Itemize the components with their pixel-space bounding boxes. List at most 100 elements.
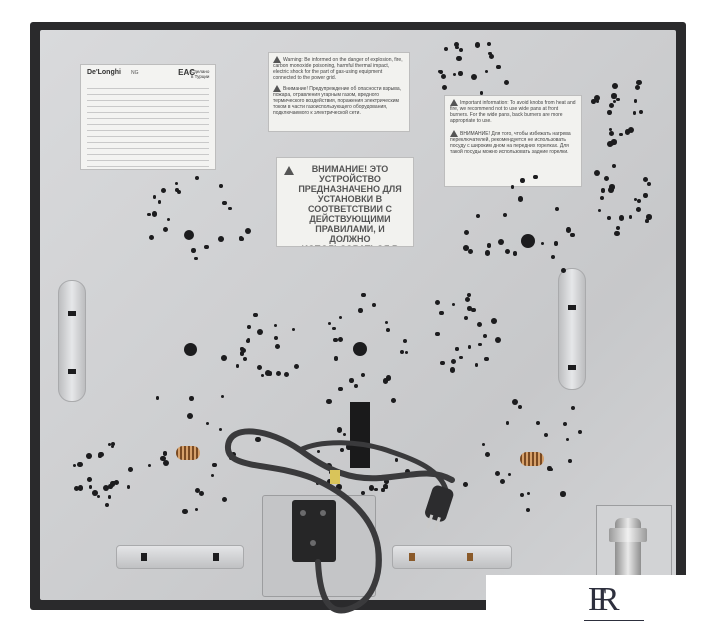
- perforation-dot: [543, 432, 548, 438]
- perforation-dot: [455, 45, 460, 50]
- perforation-dot: [219, 427, 223, 431]
- perforation-dot: [382, 377, 389, 384]
- perforation-dot: [260, 373, 265, 378]
- perforation-dot: [494, 471, 500, 477]
- perforation-dot: [247, 324, 252, 329]
- perforation-dot: [267, 371, 273, 376]
- warning-triangle-icon: [273, 56, 281, 63]
- watermark-logo: FR: [588, 581, 620, 618]
- perforation-dot: [274, 324, 278, 328]
- perforation-dot: [484, 356, 489, 362]
- perforation-dot: [203, 244, 209, 250]
- perforation-dot: [458, 48, 464, 53]
- perforation-dot: [504, 248, 511, 255]
- perforation-dot: [114, 479, 120, 486]
- perforation-dot: [597, 208, 602, 213]
- perforation-dot: [635, 206, 641, 212]
- perforation-dot: [643, 176, 649, 182]
- perforation-dot: [244, 227, 251, 234]
- image-corner-background: [486, 575, 706, 640]
- perforation-dot: [488, 51, 492, 56]
- perforation-dot: [484, 69, 488, 73]
- rating-plate-lines: [87, 83, 209, 169]
- perforation-dot: [275, 343, 281, 349]
- perforation-dot: [438, 70, 443, 74]
- perforation-dot: [607, 110, 612, 116]
- perforation-dot: [273, 335, 278, 340]
- perforation-dot: [111, 444, 115, 448]
- perforation-dot: [405, 468, 411, 474]
- perforation-dot: [452, 72, 456, 76]
- perforation-dot: [463, 482, 469, 488]
- perforation-dot: [507, 472, 511, 476]
- perforation-dot: [517, 195, 524, 202]
- perforation-dot: [162, 227, 169, 233]
- perforation-dot: [459, 355, 463, 360]
- perforation-dot: [485, 250, 491, 256]
- perforation-dot: [608, 127, 613, 132]
- perforation-dot: [596, 99, 600, 103]
- perforation-dot: [88, 485, 93, 489]
- perforation-dot: [336, 427, 343, 433]
- perforation-dot: [612, 99, 617, 103]
- perforation-dot: [275, 371, 281, 377]
- perforation-dot: [328, 322, 332, 326]
- perforation-dot: [228, 206, 232, 211]
- perforation-dot: [526, 507, 531, 512]
- warning-triangle-icon: [284, 166, 294, 175]
- perforation-dot: [566, 437, 570, 442]
- perforation-dot: [176, 189, 182, 195]
- perforation-dot: [476, 214, 481, 219]
- perforation-dot: [611, 164, 616, 169]
- perforation-dot: [317, 449, 321, 453]
- perforation-dot: [333, 337, 339, 343]
- perforation-dot: [284, 371, 290, 377]
- perforation-dot: [112, 480, 117, 486]
- perforation-dot: [486, 41, 491, 46]
- perforation-dot: [103, 485, 110, 492]
- burner-hole: [353, 342, 367, 356]
- perforation-dot: [615, 226, 620, 231]
- perforation-dot: [502, 212, 507, 218]
- perforation-dot: [440, 73, 447, 80]
- perforation-dot: [607, 140, 614, 147]
- perforation-dot: [440, 360, 446, 366]
- perforation-dot: [511, 399, 518, 406]
- perforation-dot: [354, 384, 359, 389]
- perforation-dot: [560, 491, 566, 497]
- perforation-dot: [381, 488, 385, 492]
- watermark-logo-underline: [584, 620, 644, 621]
- perforation-dot: [634, 198, 638, 202]
- perforation-dot: [443, 47, 448, 52]
- perforation-dot: [466, 292, 472, 297]
- perforation-dot: [481, 443, 485, 447]
- perforation-dot: [222, 496, 228, 502]
- perforation-dot: [463, 230, 469, 236]
- perforation-dot: [609, 131, 615, 137]
- perforation-dot: [403, 339, 408, 344]
- perforation-dot: [463, 245, 469, 251]
- perforation-dot: [246, 338, 251, 343]
- perforation-dot: [255, 436, 261, 443]
- perforation-dot: [458, 71, 463, 76]
- perforation-dot: [194, 487, 201, 494]
- perforation-dot: [337, 336, 343, 342]
- perforation-dot: [633, 99, 638, 103]
- perforation-dot: [599, 196, 605, 201]
- perforation-dot: [220, 395, 224, 399]
- perforation-dot: [384, 485, 388, 489]
- perforation-dot: [496, 64, 501, 70]
- perforation-dot: [533, 174, 538, 180]
- perforation-dot: [157, 200, 162, 204]
- perforation-dot: [160, 455, 166, 462]
- center-bracket: [350, 402, 370, 468]
- perforation-dot: [361, 292, 366, 298]
- rating-plate-brand: De'Longhi: [87, 69, 121, 76]
- rating-plate: De'Longhi NG EAC Сделано в Турции: [80, 64, 216, 170]
- perforation-dot: [540, 241, 545, 246]
- perforation-dot: [625, 129, 631, 135]
- perforation-dot: [639, 110, 644, 115]
- warning-label-en: Warning: Be informed on the danger of ex…: [273, 56, 403, 81]
- perforation-dot: [519, 492, 525, 498]
